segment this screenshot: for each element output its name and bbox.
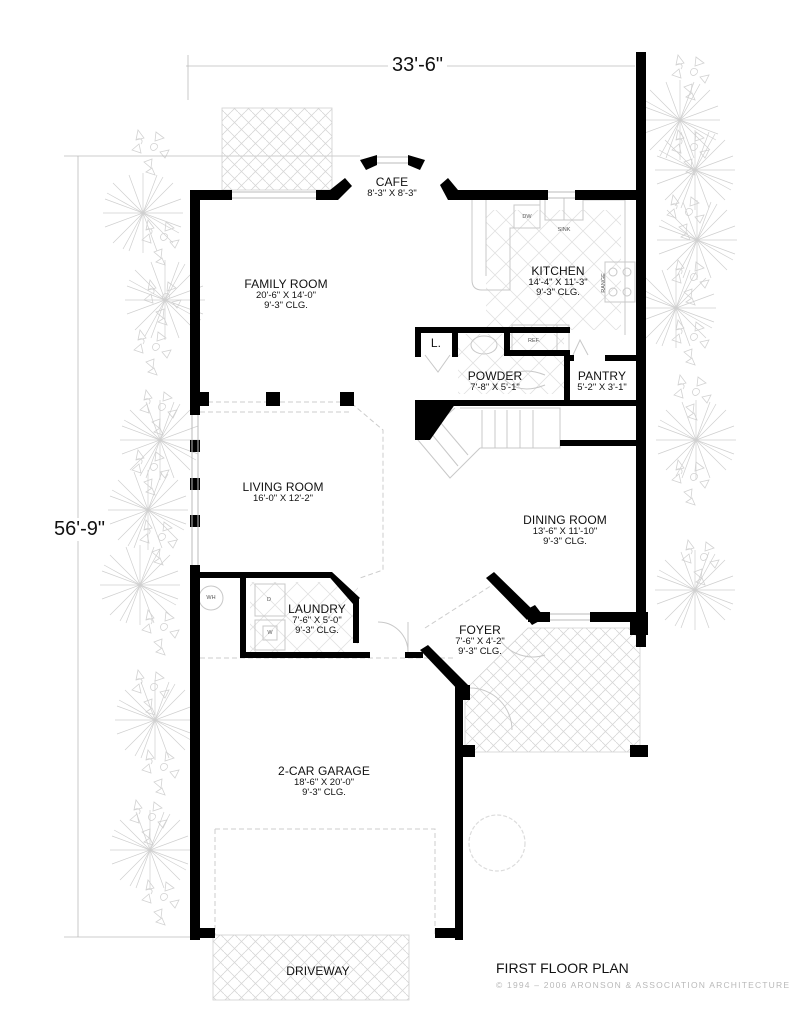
overall-width-dimension: 33'-6" [388, 54, 447, 77]
rear-patio [221, 107, 333, 191]
kitchen-tile [486, 210, 621, 330]
overall-depth-dimension: 56'-9" [50, 518, 109, 541]
room-cafe: CAFE 8'-3" X 8'-3" [367, 176, 416, 199]
room-name: PANTRY [577, 369, 627, 383]
refrigerator-label: REF. [528, 338, 540, 344]
room-garage: 2-CAR GARAGE 18'-6" X 20'-0" 9'-3" CLG. [278, 765, 370, 798]
room-name: 2-CAR GARAGE [278, 764, 370, 778]
room-size: 20'-6" X 14'-0" [255, 289, 316, 301]
powder-tile [458, 334, 564, 394]
room-ceiling: 9'-3" CLG. [458, 645, 502, 657]
range-label: RANGE [601, 273, 607, 293]
room-size: 7'-8" X 5'-1" [470, 381, 520, 393]
room-laundry: LAUNDRY 7'-6" X 5'-0" 9'-3" CLG. [288, 603, 346, 636]
water-heater-label: WH [206, 595, 216, 601]
room-dining: DINING ROOM 13'-6" X 11'-10" 9'-3" CLG. [523, 514, 607, 547]
room-kitchen: KITCHEN 14'-4" X 11'-3" 9'-3" CLG. [528, 265, 587, 298]
room-name: DRIVEWAY [286, 964, 350, 978]
landscape-right [635, 54, 738, 631]
room-name: POWDER [467, 369, 523, 383]
room-size: 8'-3" X 8'-3" [367, 187, 417, 199]
dishwasher-label: DW [522, 214, 532, 220]
room-name: L. [430, 336, 442, 350]
windows [191, 156, 590, 621]
room-size: 5'-2" X 3'-1" [577, 381, 627, 393]
room-pantry: PANTRY 5'-2" X 3'-1" [577, 370, 626, 393]
room-name: FAMILY ROOM [244, 277, 328, 291]
sink-label: SINK [557, 227, 571, 233]
room-size: 18'-6" X 20'-0" [293, 776, 355, 788]
room-linen: L. [431, 337, 441, 350]
shrub-front [468, 814, 526, 872]
door-swings [377, 621, 546, 731]
room-ceiling: 9'-3" CLG. [264, 299, 308, 311]
room-size: 13'-6" X 11'-10" [532, 525, 598, 537]
walls [190, 52, 648, 940]
room-name: LIVING ROOM [242, 480, 324, 494]
washer-label: W [267, 630, 273, 636]
driveway-label: DRIVEWAY [286, 965, 349, 978]
dishwasher [513, 204, 541, 229]
room-foyer: FOYER 7'-6" X 4'-2" 9'-3" CLG. [455, 624, 504, 657]
dryer-label: D [267, 597, 271, 603]
room-ceiling: 9'-3" CLG. [536, 286, 580, 298]
room-ceiling: 9'-3" CLG. [295, 624, 339, 636]
room-ceiling: 9'-3" CLG. [302, 786, 346, 798]
room-size: 7'-6" X 4'-2" [455, 635, 505, 647]
driveway-paving [212, 934, 410, 1001]
room-living: LIVING ROOM 16'-0" X 12'-2" [242, 481, 323, 504]
room-name: KITCHEN [531, 264, 585, 278]
laundry-fixtures [198, 583, 286, 651]
room-name: DINING ROOM [523, 513, 607, 527]
room-powder: POWDER 7'-8" X 5'-1" [468, 370, 523, 393]
room-size: 16'-0" X 12'-2" [252, 492, 313, 504]
room-name: CAFE [375, 175, 409, 189]
room-ceiling: 9'-3" CLG. [543, 535, 587, 547]
landscape-left [99, 129, 206, 926]
plan-title: FIRST FLOOR PLAN [496, 960, 629, 976]
copyright-text: © 1994 – 2006 ARONSON & ASSOCIATION ARCH… [496, 980, 791, 990]
staircase [417, 407, 561, 479]
room-size: 7'-6" X 5'-0" [292, 614, 342, 626]
room-name: FOYER [459, 623, 501, 637]
room-name: LAUNDRY [288, 602, 346, 616]
room-family: FAMILY ROOM 20'-6" X 14'-0" 9'-3" CLG. [244, 278, 327, 311]
entry-porch-paving [464, 627, 641, 753]
room-size: 14'-4" X 11'-3" [528, 276, 588, 288]
